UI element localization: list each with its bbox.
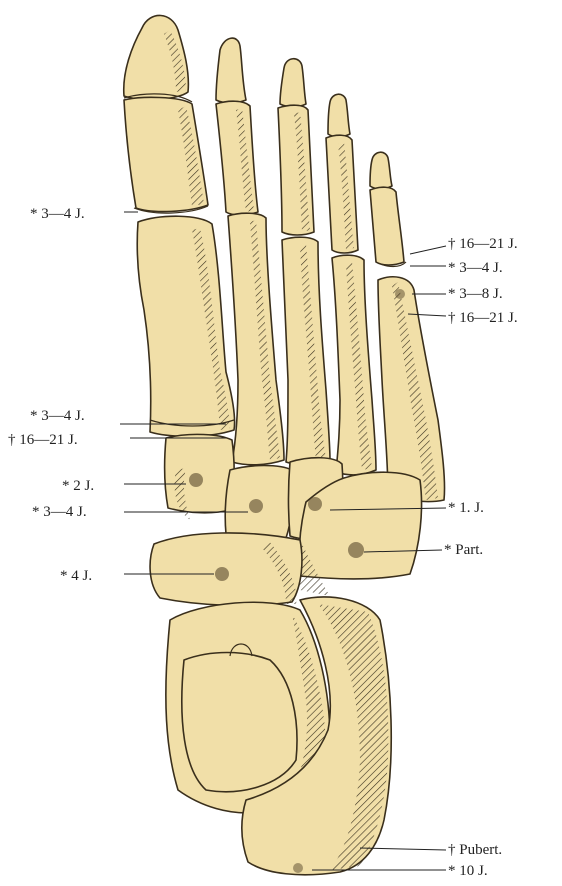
third-toe [278,59,330,465]
label-left-1: * 3—4 J. [30,206,85,222]
label-right-5: * 1. J. [448,500,484,516]
hallux [124,15,208,213]
label-left-2: * 3—4 J. [30,408,85,424]
right-labels: † 16—21 J. * 3—4 J. * 3—8 J. † 16—21 J. … [444,236,518,879]
label-left-5: * 3—4 J. [32,504,87,520]
label-right-2: * 3—4 J. [448,260,503,276]
talus-head [182,653,297,792]
fourth-toe [326,94,376,475]
label-right-3: * 3—8 J. [448,286,503,302]
label-left-6: * 4 J. [60,568,92,584]
label-right-6: * Part. [444,542,483,558]
label-left-3: † 16—21 J. [8,432,78,448]
label-right-7: † Pubert. [448,842,502,858]
label-right-4: † 16—21 J. [448,310,518,326]
label-right-8: * 10 J. [448,863,488,879]
left-labels: * 3—4 J. * 3—4 J. † 16—21 J. * 2 J. * 3—… [8,206,94,584]
fifth-toe [370,152,445,501]
label-right-1: † 16—21 J. [448,236,518,252]
medial-cuneiform [165,434,234,512]
label-left-4: * 2 J. [62,478,94,494]
